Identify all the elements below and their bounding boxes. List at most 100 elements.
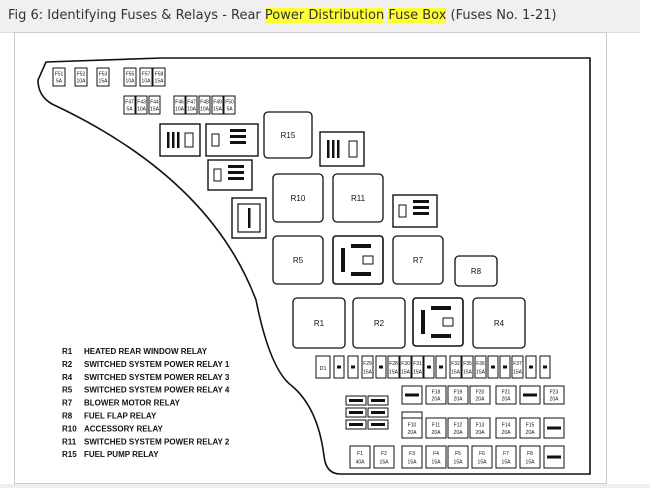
- slot-bar: [379, 365, 383, 369]
- fuse-rating: 15A: [363, 370, 373, 376]
- fuse-label: F10: [408, 422, 417, 428]
- fuse-outline: [543, 385, 565, 405]
- fuse-rating: 20A: [432, 396, 442, 402]
- legend-desc: ACCESSORY RELAY: [84, 424, 164, 433]
- fuse-rating: 15A: [463, 370, 473, 376]
- relay-outline: [263, 111, 313, 159]
- fuse-label: F32: [451, 361, 460, 367]
- relay-pin: [228, 165, 244, 168]
- slot-bar: [529, 365, 533, 369]
- title-part-2: (Fuses No. 1-21): [446, 8, 557, 23]
- fuse-label: F3: [409, 451, 415, 457]
- micro-relay: [159, 123, 201, 157]
- blank-slot: [525, 355, 537, 379]
- fuse-outline: [447, 385, 469, 405]
- fuse-outline: [511, 355, 524, 379]
- slot-bar: [351, 365, 355, 369]
- fuse-rating: 15A: [401, 370, 411, 376]
- fuse-label: F12: [454, 422, 463, 428]
- relay-r15: R15: [263, 111, 313, 159]
- fuse-label: F29: [363, 361, 372, 367]
- header-bar: Fig 6: Identifying Fuses & Relays - Rear…: [0, 0, 640, 33]
- title-highlight-1: Power Distribution: [264, 8, 385, 23]
- slot-bar: [503, 365, 507, 369]
- fuse-label: F31: [413, 361, 422, 367]
- fuse-label: F2: [381, 451, 387, 457]
- fuse-label: F8: [527, 451, 533, 457]
- relay-pin-box: [237, 203, 261, 233]
- legend-code: R1: [62, 347, 73, 356]
- relay-pin: [230, 129, 246, 132]
- relay-pin: [413, 206, 429, 209]
- blank-slot: [499, 355, 511, 379]
- relay-pin: [230, 141, 246, 144]
- fuse-outline: [139, 67, 153, 87]
- slot-bar: [547, 426, 561, 430]
- plug-relay: [412, 297, 464, 347]
- fuse-label: F1: [357, 451, 363, 457]
- fuse-rating: 15A: [389, 370, 399, 376]
- fuse-outline: [152, 67, 166, 87]
- small-slot: [367, 407, 389, 418]
- fuse-outline: [123, 67, 137, 87]
- micro-relay-outline: [207, 159, 253, 191]
- fuse-label: F4: [433, 451, 439, 457]
- fuse-label: F6: [479, 451, 485, 457]
- fuse-outline: [74, 67, 88, 87]
- relay-pin: [248, 208, 251, 228]
- relay-r7: R7: [392, 235, 444, 285]
- fuse-rating: 20A: [408, 430, 418, 436]
- fuse-rating: 20A: [454, 396, 464, 402]
- fuse-outline: [469, 385, 491, 405]
- diode-outline: [315, 355, 331, 379]
- relay-label: R7: [413, 256, 424, 265]
- fuse-outline: [387, 355, 400, 379]
- second-fuse-row: F475AF4310AF4415AF4610AF4710AF4810AF4915…: [123, 95, 236, 115]
- fuse-label: F43: [137, 100, 146, 106]
- legend-code: R4: [62, 373, 73, 382]
- fuse-label: F5: [455, 451, 461, 457]
- fuse-label: F23: [550, 390, 559, 396]
- relay-label: R15: [281, 131, 296, 140]
- fuse-label: F47: [187, 100, 196, 106]
- fuse-rating: 15A: [408, 460, 418, 466]
- slot-bar: [491, 365, 495, 369]
- slot-bar: [349, 399, 363, 402]
- fuse-rating: 15A: [454, 460, 464, 466]
- fuse-label: F20: [476, 390, 485, 396]
- legend-code: R8: [62, 412, 73, 421]
- fuse-outline: [447, 417, 469, 439]
- relay-outline: [454, 255, 498, 287]
- fuse-label: F15: [526, 422, 535, 428]
- relay-pin: [167, 132, 170, 148]
- fuse-outline: [373, 445, 395, 469]
- figure-frame: [14, 32, 607, 484]
- micro-relay-group: [159, 123, 438, 239]
- fuse-box-outline: [37, 57, 591, 475]
- fuse-outline: [211, 95, 224, 115]
- slot-bar: [371, 423, 385, 426]
- fuse-label: F44: [150, 100, 159, 106]
- fuse-outline: [469, 417, 491, 439]
- relay-pin: [341, 248, 345, 272]
- legend-code: R11: [62, 437, 77, 446]
- fuse-outline: [495, 417, 517, 439]
- legend-code: R15: [62, 450, 77, 459]
- fuse-rating: 15A: [476, 370, 486, 376]
